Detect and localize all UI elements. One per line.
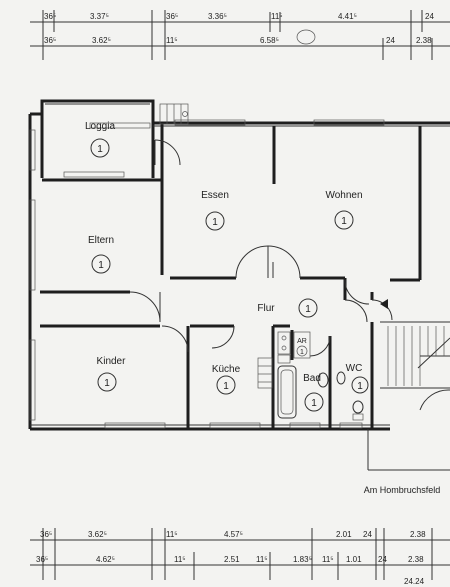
room-number-essen: 1 bbox=[212, 217, 218, 228]
dim-top1-3: 3.36⁵ bbox=[208, 12, 227, 21]
top-dimension-lines: 36⁵ 3.37⁵ 36⁵ 3.36⁵ 11⁵ 4.41⁵ 24 36⁵ 3.6… bbox=[30, 10, 450, 60]
dim-top1-2: 36⁵ bbox=[166, 12, 178, 21]
kitchen-counter bbox=[257, 357, 273, 389]
room-label-wohnen: Wohnen bbox=[325, 190, 362, 201]
room-number-loggia: 1 bbox=[97, 144, 103, 155]
windows bbox=[29, 119, 385, 429]
room-label-wc: WC bbox=[346, 363, 363, 374]
dim-top1-5: 4.41⁵ bbox=[338, 12, 357, 21]
ar-box bbox=[293, 331, 311, 359]
dim-top2-5: 2.38 bbox=[416, 36, 432, 45]
dim-bot1-3: 4.57⁵ bbox=[224, 530, 243, 539]
dim-bot2-6: 11⁵ bbox=[322, 555, 334, 564]
dim-bot1-5: 24 bbox=[363, 530, 372, 539]
scan-smudge bbox=[296, 29, 316, 45]
room-number-bad: 1 bbox=[311, 398, 317, 409]
dim-bot1-0: 36⁵ bbox=[40, 530, 52, 539]
dim-top1-0: 36⁵ bbox=[44, 12, 56, 21]
room-label-flur: Flur bbox=[257, 303, 275, 314]
room-number-kueche: 1 bbox=[223, 381, 229, 392]
walls bbox=[28, 99, 450, 471]
room-label-bad: Bad bbox=[303, 373, 321, 384]
room-label-essen: Essen bbox=[201, 190, 229, 201]
room-number-wohnen: 1 bbox=[341, 216, 347, 227]
dim-bot2-3: 2.51 bbox=[224, 555, 240, 564]
toilet bbox=[352, 400, 364, 414]
dim-bot3-0: 24.24 bbox=[404, 577, 425, 586]
dim-bot2-8: 24 bbox=[378, 555, 387, 564]
room-number-wc: 1 bbox=[357, 381, 363, 392]
street-label: Am Hombruchsfeld bbox=[364, 485, 441, 495]
dim-top2-3: 6.58⁵ bbox=[260, 36, 279, 45]
dim-top2-0: 36⁵ bbox=[44, 36, 56, 45]
doors bbox=[129, 103, 393, 357]
dim-bot2-2: 11⁵ bbox=[174, 555, 186, 564]
dim-bot2-9: 2.38 bbox=[408, 555, 424, 564]
dim-bot2-1: 4.62⁵ bbox=[96, 555, 115, 564]
dim-top1-1: 3.37⁵ bbox=[90, 12, 109, 21]
room-number-kinder: 1 bbox=[104, 378, 110, 389]
room-label-eltern: Eltern bbox=[88, 235, 114, 246]
dim-bot2-0: 36⁵ bbox=[36, 555, 48, 564]
bathtub bbox=[277, 365, 297, 419]
bottom-dimension-lines: 36⁵ 3.62⁵ 11⁵ 4.57⁵ 2.01 24 2.38 36⁵ 4.6… bbox=[30, 528, 450, 586]
room-label-kueche: Küche bbox=[212, 364, 241, 375]
dim-bot1-6: 2.38 bbox=[410, 530, 426, 539]
room-labels: Loggia 1 Eltern 1 Essen 1 Wohnen 1 Flur … bbox=[85, 121, 369, 412]
dim-top1-6: 24 bbox=[425, 12, 434, 21]
dim-bot2-4: 11⁵ bbox=[256, 555, 268, 564]
room-number-eltern: 1 bbox=[98, 260, 104, 271]
dim-top1-4: 11⁵ bbox=[271, 12, 283, 21]
dim-bot1-1: 3.62⁵ bbox=[88, 530, 107, 539]
dim-bot1-4: 2.01 bbox=[336, 530, 352, 539]
staircase bbox=[380, 299, 450, 411]
dim-top2-2: 11⁵ bbox=[166, 36, 178, 45]
dim-top2-1: 3.62⁵ bbox=[92, 36, 111, 45]
dim-bot2-7: 1.01 bbox=[346, 555, 362, 564]
fixture-label-ar: AR bbox=[297, 338, 307, 345]
dim-bot1-2: 11⁵ bbox=[166, 530, 178, 539]
dim-bot2-5: 1.83⁵ bbox=[293, 555, 312, 564]
bad-sink bbox=[317, 372, 329, 388]
fixture-number-ar: 1 bbox=[300, 349, 304, 356]
room-label-loggia: Loggia bbox=[85, 121, 115, 132]
dim-top2-4: 24 bbox=[386, 36, 395, 45]
room-label-kinder: Kinder bbox=[97, 356, 127, 367]
room-number-flur: 1 bbox=[305, 304, 311, 315]
wc-sink bbox=[336, 371, 346, 385]
fixtures bbox=[257, 331, 364, 421]
